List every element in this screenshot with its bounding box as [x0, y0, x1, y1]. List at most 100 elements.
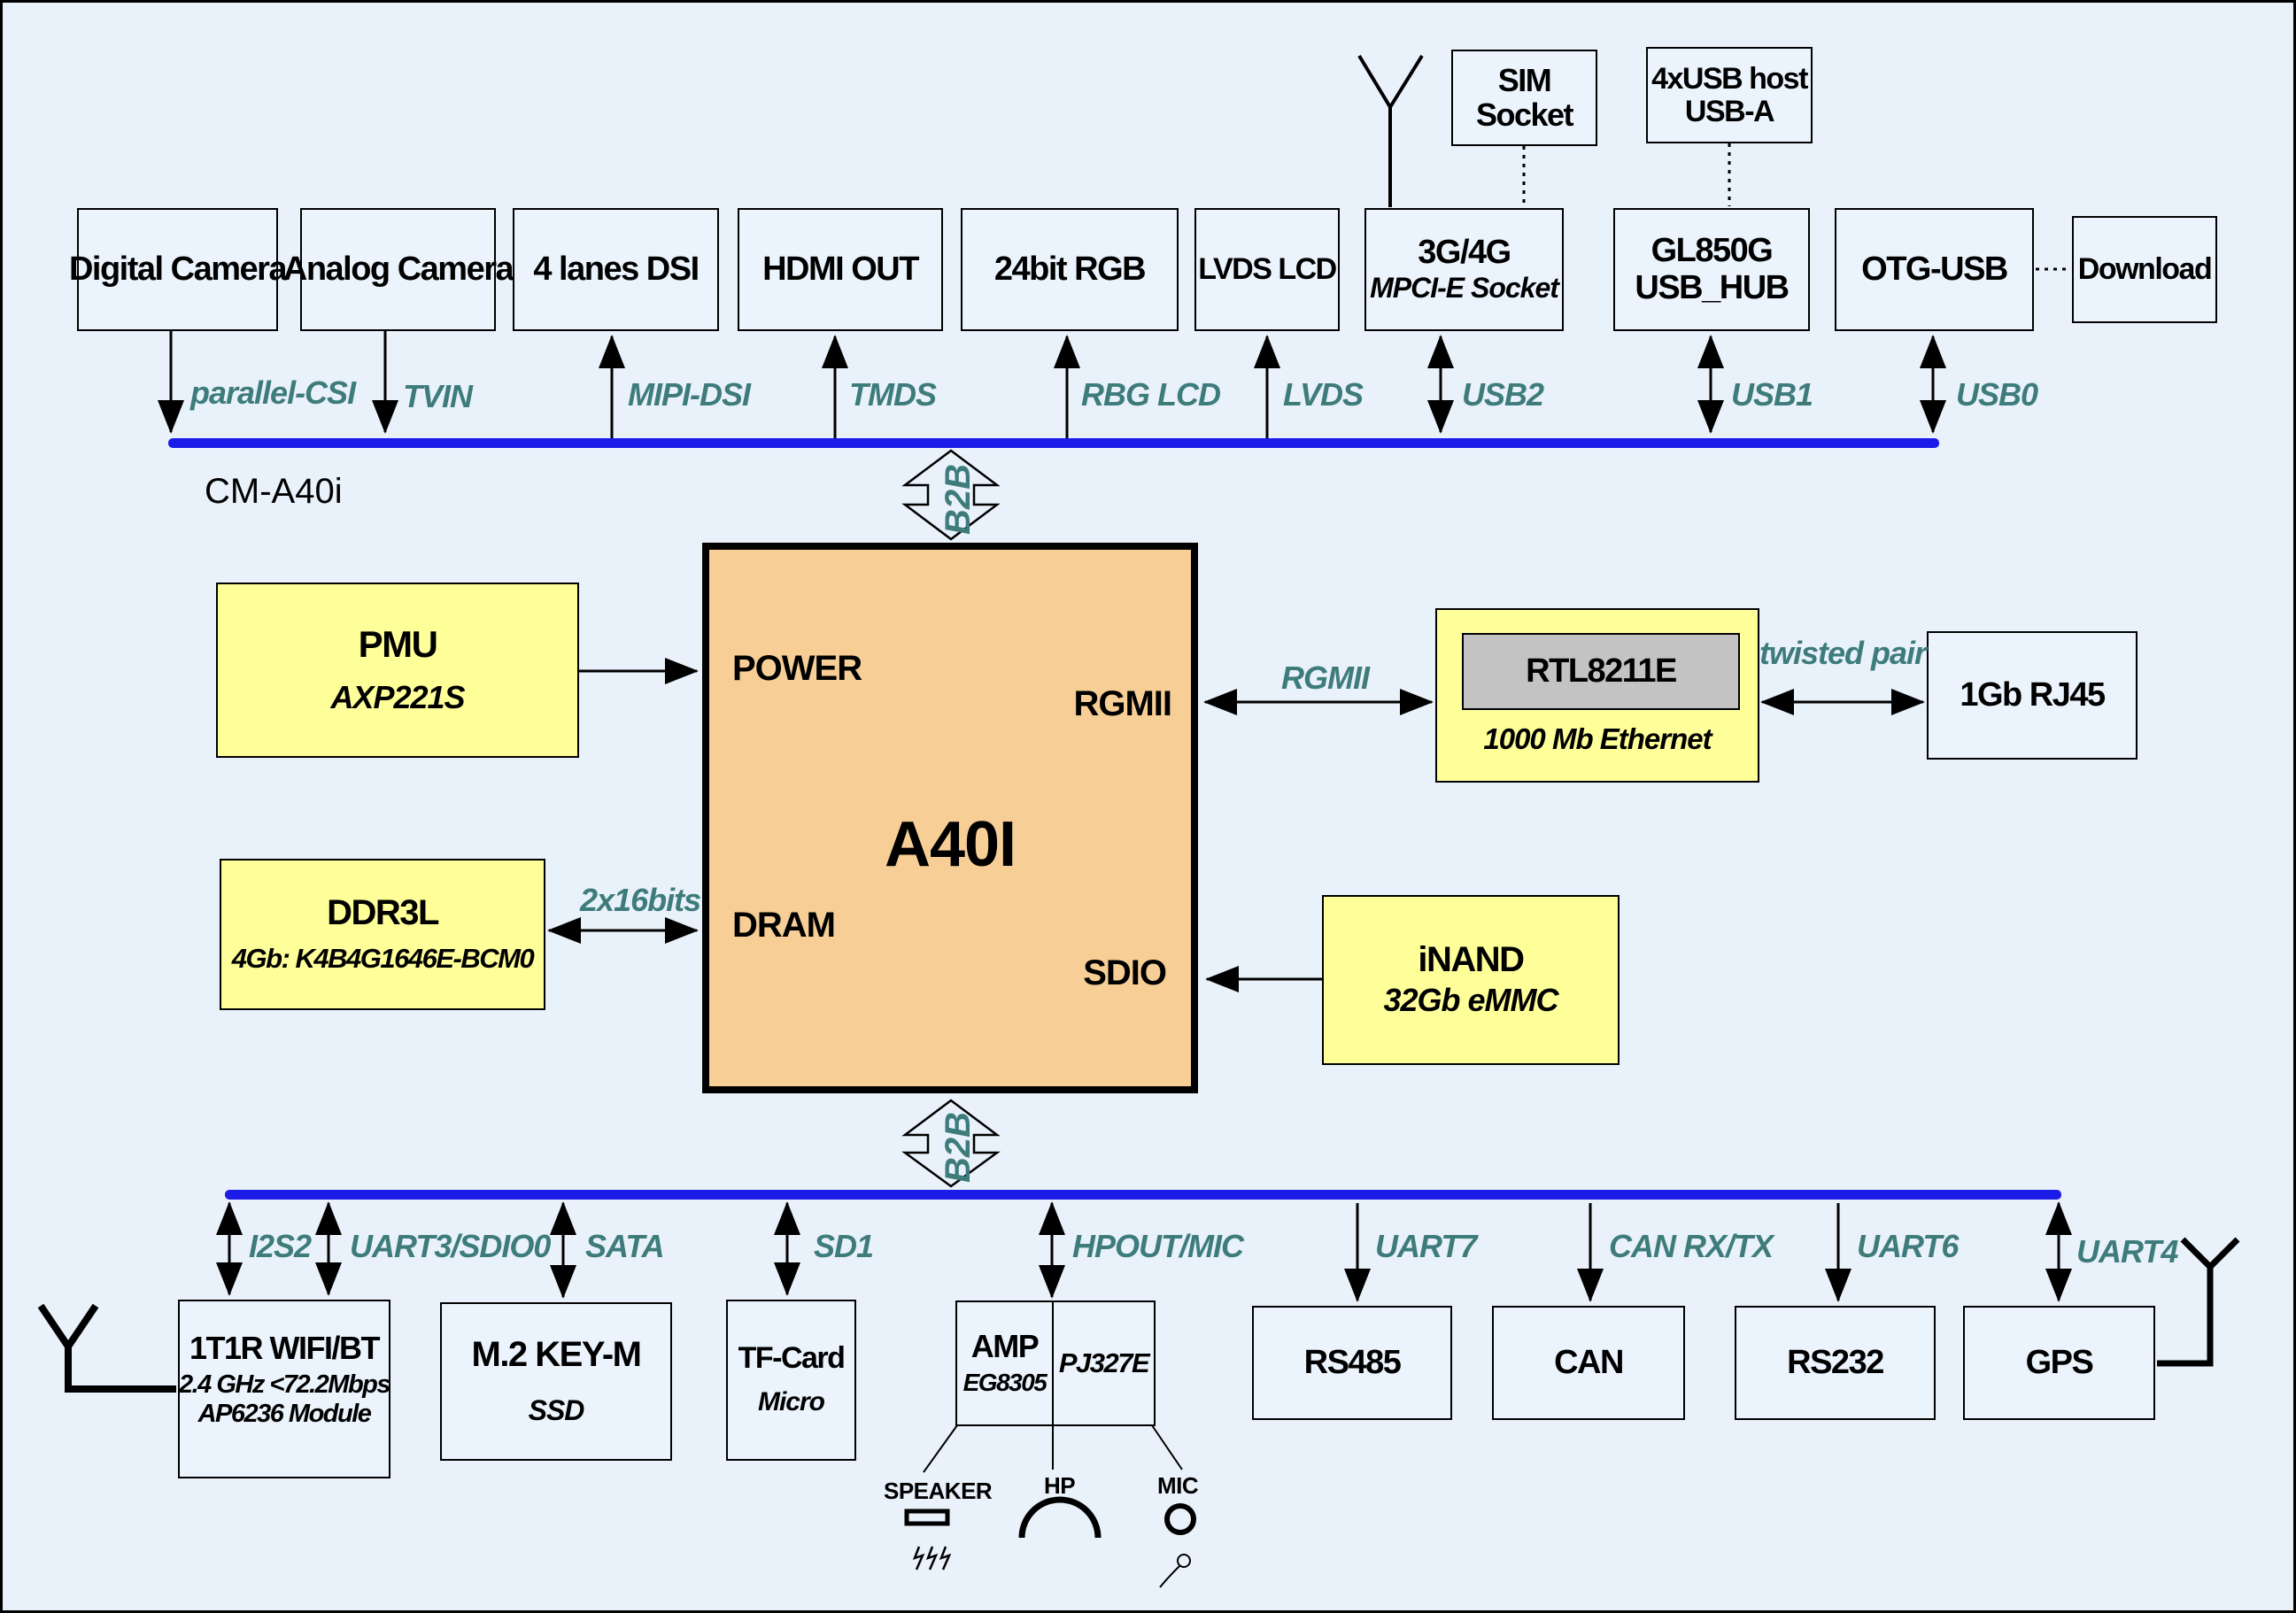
hdmi-box: HDMI OUT [738, 208, 943, 331]
sim-socket-box: SIM Socket [1451, 50, 1597, 146]
amp-pj327e-label: PJ327E [1058, 1347, 1150, 1379]
speaker-icon [904, 1509, 950, 1526]
soc-a40i-box: A40I POWER DRAM RGMII SDIO [702, 543, 1198, 1093]
signal-rbg-lcd: RBG LCD [1081, 376, 1221, 413]
signal-parallel-csi: parallel-CSI [190, 374, 356, 411]
tf-card-box: TF-Card Micro [726, 1300, 856, 1461]
digital-camera-box: Digital Camera [69, 208, 288, 331]
sim-socket-label-2: Socket [1475, 96, 1574, 133]
signal-uart3-sdio0: UART3/SDIO0 [350, 1228, 551, 1264]
hdmi-label: HDMI OUT [762, 250, 919, 288]
usb-host-box: 4xUSB host USB-A [1646, 47, 1813, 143]
bottom-bus [225, 1190, 2061, 1200]
digital-camera-label: Digital Camera [68, 250, 288, 288]
wifi-spec-label: 2.4 GHz <72.2Mbps [178, 1370, 391, 1399]
signal-tvin: TVIN [403, 378, 473, 414]
pmu-box: PMU AXP221S [216, 583, 579, 758]
signal-rgmii: RGMII [1281, 660, 1370, 696]
amp-left-cell: AMP EG8305 [955, 1300, 1052, 1426]
lvds-lcd-box: LVDS LCD [1194, 208, 1340, 331]
amp-right-cell: PJ327E [1052, 1300, 1156, 1426]
inand-box: iNAND 32Gb eMMC [1322, 895, 1620, 1065]
rs232-label: RS232 [1787, 1343, 1884, 1381]
modem-label-2: MPCI-E Socket [1370, 271, 1559, 304]
signal-uart7: UART7 [1375, 1228, 1477, 1264]
b2b-connector-top [901, 449, 1001, 541]
usb-hub-box: GL850G USB_HUB [1613, 208, 1810, 331]
module-title: CM-A40i [205, 472, 343, 511]
ddr-part-label: 4Gb: K4B4G1646E-BCM0 [231, 942, 535, 974]
speaker-line [923, 1424, 958, 1473]
rs485-label: RS485 [1303, 1343, 1402, 1381]
tf-micro-label: Micro [757, 1387, 825, 1417]
rgb-label: 24bit RGB [993, 250, 1147, 288]
gps-antenna-icon [2157, 1237, 2240, 1367]
mic-icon [1164, 1503, 1196, 1535]
m2-label: M.2 KEY-M [471, 1334, 642, 1374]
speaker-sound-icon [912, 1546, 952, 1571]
pmu-label: PMU [358, 622, 438, 665]
wifi-module-label: AP6236 Module [197, 1399, 372, 1428]
inand-label: iNAND [1418, 939, 1525, 979]
signal-usb1: USB1 [1731, 376, 1813, 413]
download-label: Download [2077, 252, 2213, 287]
signal-i2s2: I2S2 [249, 1228, 312, 1264]
b2b-bottom-label: B2B [939, 1112, 978, 1183]
tf-card-label: TF-Card [738, 1340, 846, 1375]
signal-hpout-mic: HPOUT/MIC [1072, 1228, 1244, 1264]
m2-ssd-label: SSD [528, 1393, 585, 1426]
modem-label-1: 3G/4G [1418, 233, 1511, 271]
dsi-label: 4 lanes DSI [533, 250, 700, 288]
usb-host-label-2: USB-A [1684, 94, 1775, 128]
rgb-box: 24bit RGB [961, 208, 1179, 331]
pmu-part-label: AXP221S [330, 679, 465, 716]
m2-box: M.2 KEY-M SSD [440, 1302, 672, 1461]
signal-uart4: UART4 [2076, 1233, 2178, 1270]
phy-caption: 1000 Mb Ethernet [1483, 722, 1712, 755]
phy-chip-label: RTL8211E [1526, 652, 1677, 690]
speaker-label: SPEAKER [884, 1478, 993, 1504]
rs232-box: RS232 [1735, 1306, 1936, 1420]
rj45-box: 1Gb RJ45 [1927, 631, 2138, 760]
soc-name: A40I [884, 809, 1017, 880]
soc-port-dram: DRAM [732, 906, 836, 945]
download-box: Download [2072, 216, 2217, 323]
signal-2x16bits: 2x16bits [580, 882, 701, 918]
b2b-top-label: B2B [939, 464, 978, 535]
ddr-box: DDR3L 4Gb: K4B4G1646E-BCM0 [220, 859, 545, 1010]
mic-line [1151, 1424, 1183, 1470]
soc-port-sdio: SDIO [1083, 953, 1167, 992]
signal-mipi-dsi: MIPI-DSI [628, 376, 751, 413]
b2b-connector-bottom [901, 1099, 1001, 1188]
can-label: CAN [1554, 1343, 1624, 1381]
analog-camera-label: Analog Camera [282, 250, 514, 288]
signal-sata: SATA [585, 1228, 665, 1264]
headphone-icon [1018, 1496, 1102, 1539]
phy-chip-box: RTL8211E [1462, 633, 1740, 710]
modem-antenna-icon [1357, 54, 1424, 207]
usb-hub-label-2: USB_HUB [1635, 268, 1790, 306]
wifi-box: 1T1R WIFI/BT 2.4 GHz <72.2Mbps AP6236 Mo… [178, 1300, 391, 1478]
otg-usb-box: OTG-USB [1835, 208, 2034, 331]
signal-sd1: SD1 [814, 1228, 874, 1264]
top-bus [168, 438, 1939, 448]
inand-size-label: 32Gb eMMC [1383, 982, 1558, 1018]
hp-label: HP [1044, 1472, 1076, 1499]
rj45-label: 1Gb RJ45 [1960, 675, 2106, 714]
signal-tmds: TMDS [849, 376, 937, 413]
signal-twisted-pair: twisted pair [1759, 635, 1927, 671]
signal-usb2: USB2 [1462, 376, 1544, 413]
modem-box: 3G/4G MPCI-E Socket [1364, 208, 1564, 331]
ddr-label: DDR3L [327, 893, 439, 933]
wifi-antenna-icon [37, 1303, 176, 1393]
side-arrows [547, 658, 1925, 992]
soc-port-rgmii: RGMII [1073, 684, 1172, 723]
amp-box: AMP EG8305 PJ327E [955, 1300, 1156, 1426]
audio-drop-lines [923, 1424, 1183, 1473]
signal-usb0: USB0 [1956, 376, 2038, 413]
rs485-box: RS485 [1252, 1306, 1452, 1420]
signal-uart6: UART6 [1857, 1228, 1959, 1264]
mic-cable-icon [1159, 1554, 1191, 1588]
lvds-lcd-label: LVDS LCD [1198, 252, 1337, 287]
